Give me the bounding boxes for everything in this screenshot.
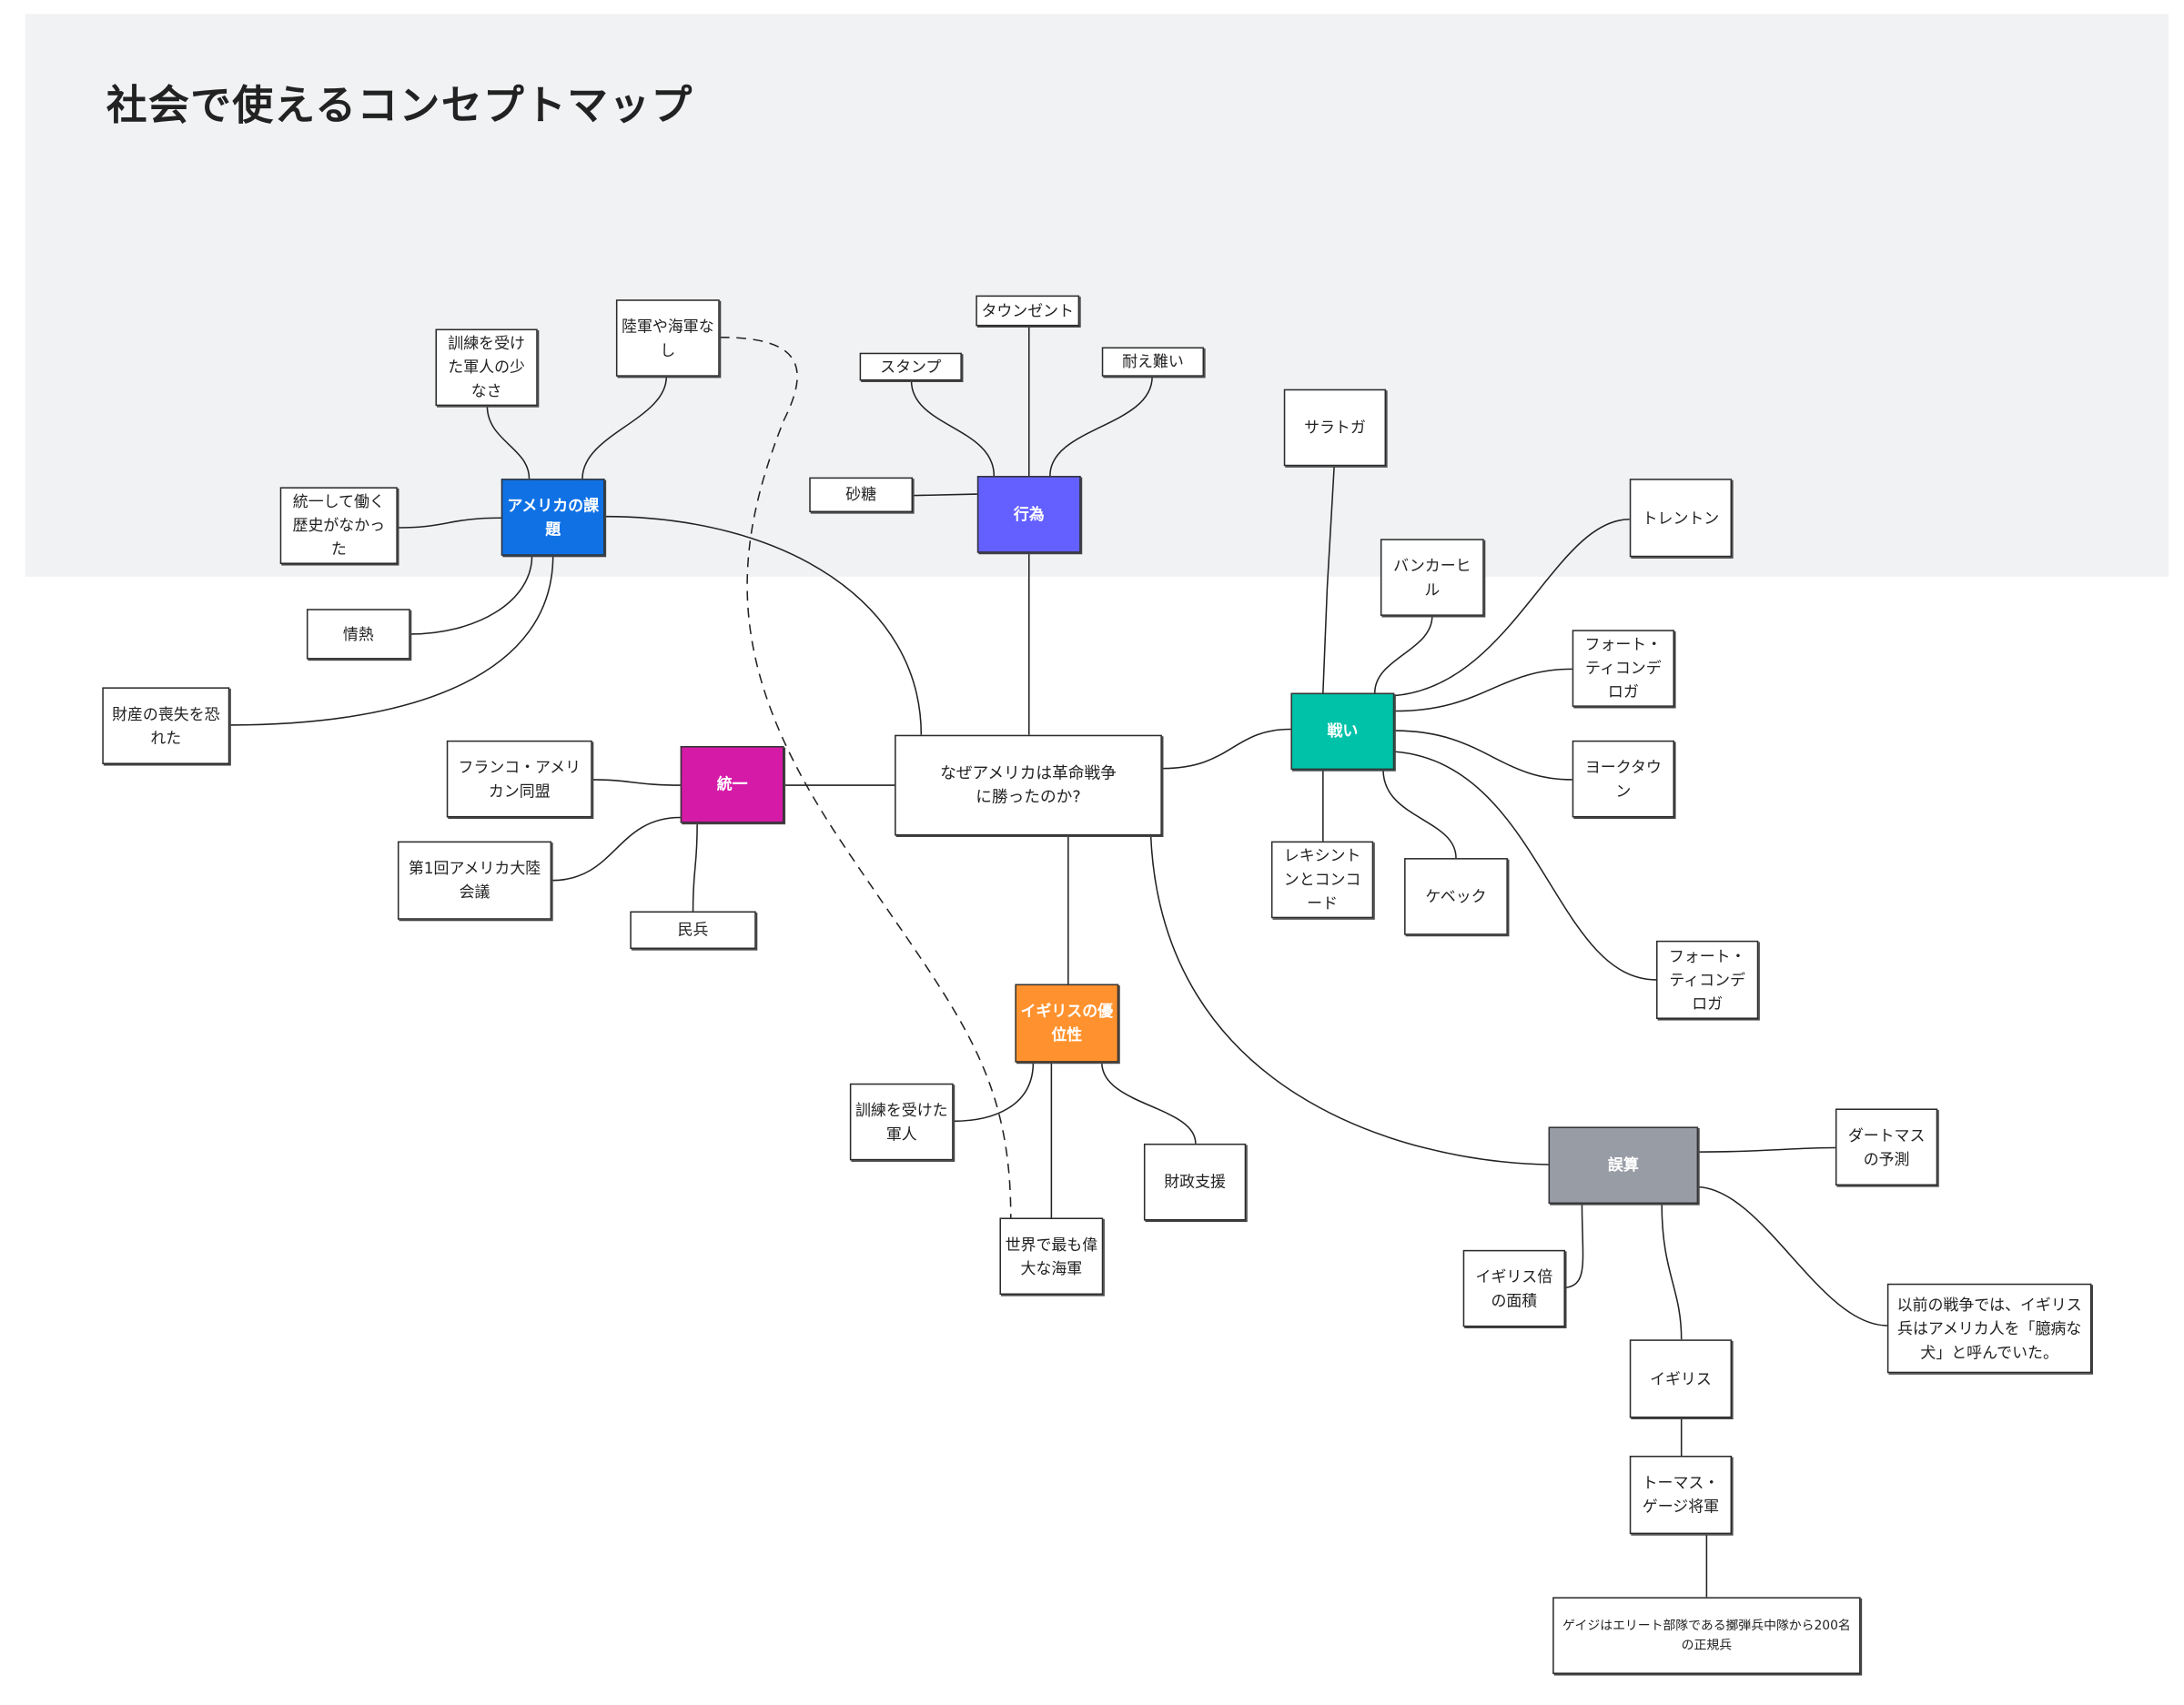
node-britain-double-area[interactable]: イギリス倍の面積: [1462, 1249, 1565, 1327]
connector-line: [397, 517, 501, 529]
hub-america-challenges[interactable]: アメリカの課題: [500, 479, 605, 556]
node-sugar[interactable]: 砂糖: [809, 477, 914, 513]
node-trained-soldiers[interactable]: 訓練を受けた軍人: [849, 1083, 954, 1161]
connector-line: [1394, 730, 1572, 781]
connector-line: [1564, 1204, 1584, 1289]
hub-battles[interactable]: 戦い: [1290, 692, 1395, 771]
page-title: 社会で使えるコンセプトマップ: [106, 81, 693, 129]
connector-line: [1100, 1062, 1197, 1144]
node-passion[interactable]: 情熱: [306, 609, 410, 660]
connector-line: [1373, 615, 1433, 693]
connector-line: [1382, 770, 1457, 859]
connector-line: [910, 380, 996, 477]
connector-line: [1698, 1185, 1887, 1327]
node-stamp[interactable]: スタンプ: [859, 352, 962, 381]
connector-line: [692, 824, 698, 912]
connector-line: [592, 779, 681, 786]
connector-line: [1322, 466, 1335, 693]
node-militia[interactable]: 民兵: [630, 911, 756, 950]
node-dartmouth-prediction[interactable]: ダートマスの予測: [1835, 1108, 1938, 1186]
hub-acts[interactable]: 行為: [976, 476, 1081, 553]
hub-unity[interactable]: 統一: [680, 745, 784, 823]
connector-line: [1149, 835, 1549, 1165]
connector-line: [604, 515, 923, 735]
connector-line: [1394, 668, 1572, 712]
node-no-history-of-unity[interactable]: 統一して働く歴史がなかった: [279, 487, 398, 564]
connector-line: [551, 816, 681, 882]
node-fear-of-property-loss[interactable]: 財産の喪失を恐れた: [102, 687, 230, 764]
connector-line: [1661, 1204, 1683, 1340]
connector-line: [1394, 751, 1656, 981]
connector-line: [953, 1062, 1035, 1123]
connector-line: [410, 555, 533, 635]
connector-line: [229, 555, 554, 726]
title-band: [25, 14, 2169, 577]
node-britain[interactable]: イギリス: [1629, 1339, 1733, 1418]
node-first-continental-congress[interactable]: 第1回アメリカ大陸会議: [397, 841, 552, 920]
node-fort-ticonderoga[interactable]: フォート・ティコンデロガ: [1572, 630, 1674, 707]
center-question-node[interactable]: なぜアメリカは革命戦争に勝ったのか?: [895, 734, 1162, 836]
connector-line: [581, 376, 668, 479]
node-quebec[interactable]: ケベック: [1404, 858, 1508, 935]
node-gage-regulars[interactable]: ゲイジはエリート部隊である擲弾兵中隊から200名の正規兵: [1552, 1597, 1861, 1674]
node-saratoga[interactable]: サラトガ: [1283, 388, 1387, 467]
dashed-connector: [719, 336, 1012, 1218]
node-lexington-concord[interactable]: レキシントンとコンコード: [1270, 841, 1374, 919]
node-financial-support[interactable]: 財政支援: [1143, 1143, 1247, 1221]
node-intolerable[interactable]: 耐え難い: [1101, 347, 1205, 377]
node-franco-american-alliance[interactable]: フランコ・アメリカン同盟: [446, 740, 592, 818]
connector-line: [486, 406, 531, 479]
node-cowardly-dogs[interactable]: 以前の戦争では、イギリス兵はアメリカ人を「臆病な犬」と呼んでいた。: [1886, 1283, 2092, 1374]
connector-line: [1394, 518, 1630, 697]
node-trenton[interactable]: トレントン: [1629, 479, 1733, 558]
connector-line: [1698, 1146, 1835, 1153]
connector-line: [1049, 376, 1153, 477]
node-fort-ticonderoga-2[interactable]: フォート・ティコンデロガ: [1655, 940, 1759, 1019]
hub-miscalculation[interactable]: 誤算: [1548, 1126, 1699, 1205]
node-few-trained-soldiers[interactable]: 訓練を受けた軍人の少なさ: [435, 328, 538, 407]
node-yorktown[interactable]: ヨークタウン: [1572, 740, 1674, 818]
hub-british-advantage[interactable]: イギリスの優位性: [1015, 984, 1119, 1063]
node-greatest-navy[interactable]: 世界で最も偉大な海軍: [999, 1217, 1104, 1296]
connector-line: [913, 493, 977, 497]
connector-line: [1161, 728, 1291, 770]
node-no-army-navy[interactable]: 陸軍や海軍なし: [615, 299, 720, 377]
node-bunker-hill[interactable]: バンカーヒル: [1380, 539, 1484, 616]
node-general-gage[interactable]: トーマス・ゲージ将軍: [1629, 1455, 1733, 1535]
node-townshend[interactable]: タウンゼント: [976, 295, 1080, 327]
